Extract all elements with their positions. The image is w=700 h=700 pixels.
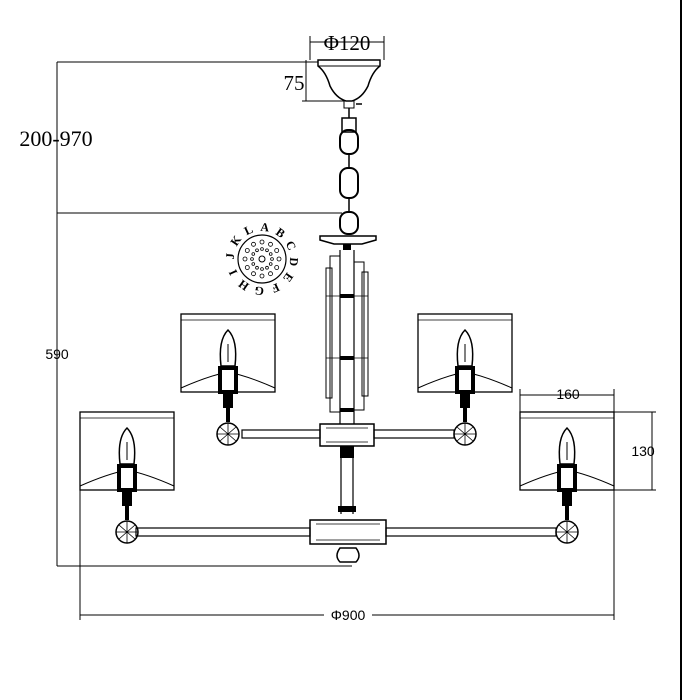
lamp-upper-right xyxy=(417,313,513,446)
badge-letter: G xyxy=(254,284,265,299)
badge-dot xyxy=(268,252,273,256)
badge-dot xyxy=(265,248,269,253)
badge-dot xyxy=(244,265,250,270)
badge-letter: F xyxy=(269,280,282,296)
badge-dot xyxy=(265,265,269,270)
shade-height-dimension: 130 xyxy=(614,411,656,491)
badge-dot xyxy=(268,262,273,266)
lower-arm xyxy=(135,527,557,537)
lamp-lower-right xyxy=(519,411,615,544)
badge-dot xyxy=(259,239,265,245)
badge-letter: C xyxy=(283,239,299,253)
overall-diameter-label: Φ900 xyxy=(331,607,366,623)
chain xyxy=(339,108,359,235)
badge-dot xyxy=(250,257,254,261)
overall-diameter-dimension: Φ900 xyxy=(79,490,615,623)
chain-range-dimension: 200-970 xyxy=(19,61,342,214)
shade-width-dimension: 160 xyxy=(519,386,615,412)
chain-range-label: 200-970 xyxy=(19,126,92,151)
canopy-diameter-dimension: Φ120 xyxy=(309,31,385,60)
shade-height-label: 130 xyxy=(631,443,655,459)
badge-letter: L xyxy=(242,222,255,238)
badge-dot xyxy=(270,257,274,261)
lamp-upper-left xyxy=(180,313,276,446)
badge-dot xyxy=(268,271,273,277)
lamp-lower-left xyxy=(79,411,175,544)
badge-dot xyxy=(260,267,264,271)
badge-letter: J xyxy=(223,253,237,260)
badge-dot xyxy=(259,273,265,279)
badge-dot xyxy=(251,241,256,247)
canopy-height-label: 75 xyxy=(284,71,305,95)
badge-dot xyxy=(276,256,282,262)
badge-dot xyxy=(260,247,264,251)
shade-width-label: 160 xyxy=(556,386,580,402)
total-height-label: 590 xyxy=(45,346,69,362)
badge-letter: D xyxy=(287,257,302,267)
badge-dot xyxy=(244,248,250,253)
badge-dot xyxy=(255,265,259,270)
badge-letter: I xyxy=(226,267,241,277)
badge-dots xyxy=(242,239,282,279)
central-column xyxy=(309,235,387,563)
badge-dot xyxy=(251,262,256,266)
badge-dot xyxy=(255,248,259,253)
badge-dot xyxy=(242,256,248,262)
badge-dot xyxy=(268,241,273,247)
badge-dot xyxy=(274,248,280,253)
upper-arm xyxy=(241,429,455,439)
canopy-diameter-label: Φ120 xyxy=(324,31,371,55)
badge-dot xyxy=(251,271,256,277)
total-height-dimension: 590 xyxy=(45,213,352,567)
badge-dot xyxy=(274,265,280,270)
badge-dot xyxy=(251,252,256,256)
badge-letter: A xyxy=(260,220,270,235)
canopy-height-dimension: 75 xyxy=(284,60,344,102)
